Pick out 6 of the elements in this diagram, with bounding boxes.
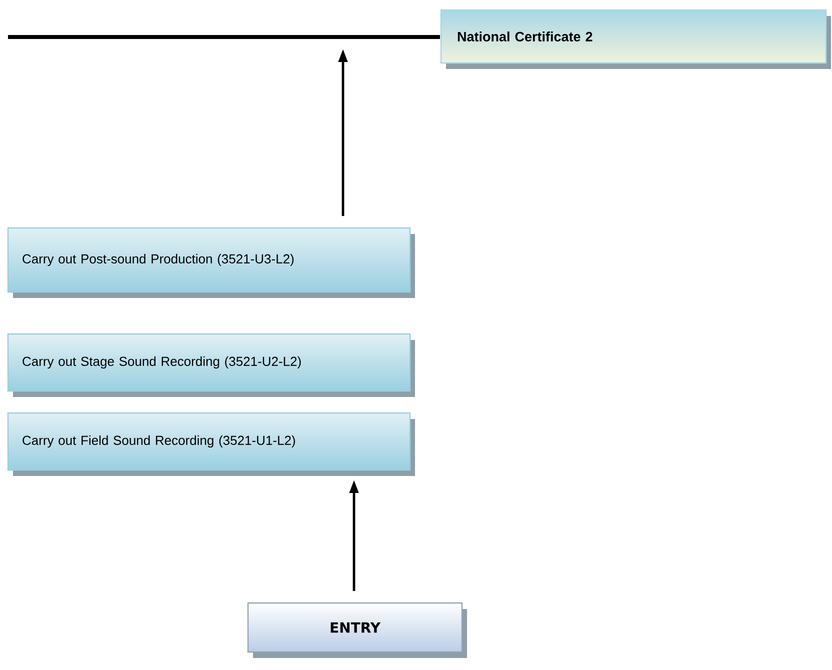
unit-box: Carry out Post-sound Production (3521-U3-L2) (7, 227, 415, 298)
horizontal-bar (8, 35, 440, 39)
certificate-box: National Certificate 2 (440, 9, 831, 69)
entry-box: ENTRY (247, 602, 467, 658)
unit-box: Carry out Field Sound Recording (3521-U1-L2) (7, 412, 415, 476)
unit-box: Carry out Stage Sound Recording (3521-U2-L2) (7, 333, 415, 397)
